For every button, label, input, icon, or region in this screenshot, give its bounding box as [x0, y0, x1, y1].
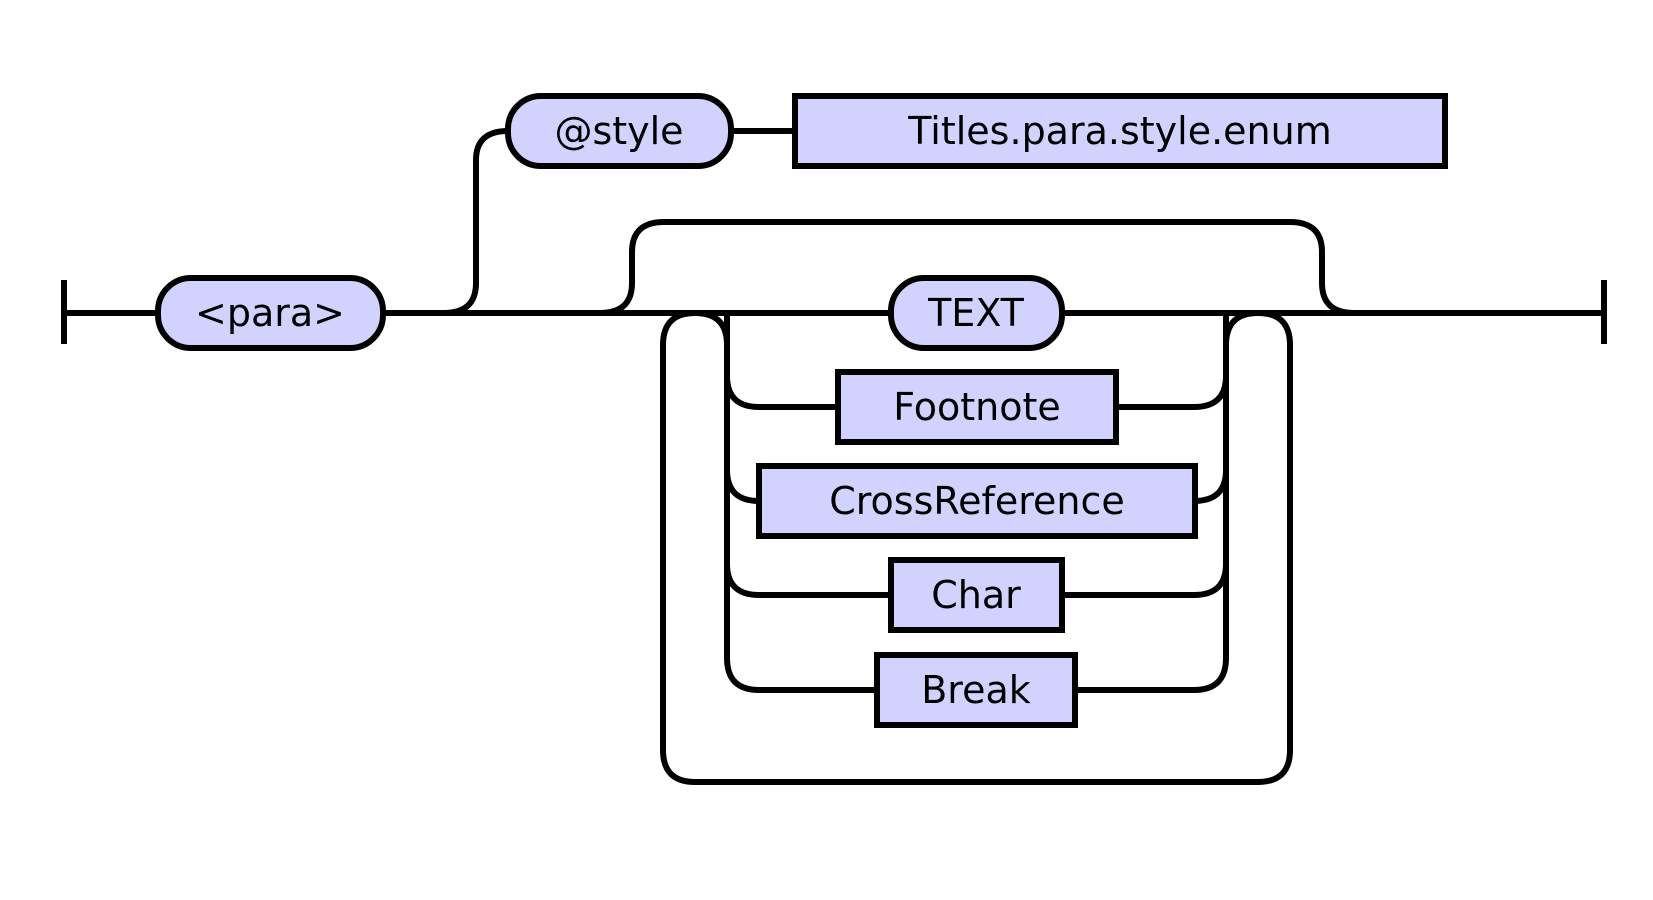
footnote-node-label: Footnote — [893, 385, 1061, 429]
char-node: Char — [888, 557, 1065, 633]
crossreference-node-label: CrossReference — [829, 479, 1125, 523]
style-attribute-node: @style — [505, 93, 734, 169]
para-element-node: <para> — [155, 275, 386, 351]
repeat-loop — [660, 310, 1293, 785]
style-type-node: Titles.para.style.enum — [792, 93, 1448, 169]
text-node-label: TEXT — [927, 291, 1025, 335]
para-element-label: <para> — [195, 291, 345, 335]
style-attribute-label: @style — [554, 109, 683, 153]
attribute-branch — [443, 128, 795, 316]
text-node: TEXT — [888, 275, 1065, 351]
style-type-label: Titles.para.style.enum — [907, 109, 1331, 153]
break-node: Break — [874, 652, 1078, 728]
footnote-node: Footnote — [835, 369, 1119, 445]
char-node-label: Char — [931, 573, 1021, 617]
choice-rails — [724, 313, 1229, 693]
bypass-loop — [599, 219, 1355, 316]
crossreference-node: CrossReference — [756, 463, 1198, 539]
break-node-label: Break — [921, 668, 1031, 712]
